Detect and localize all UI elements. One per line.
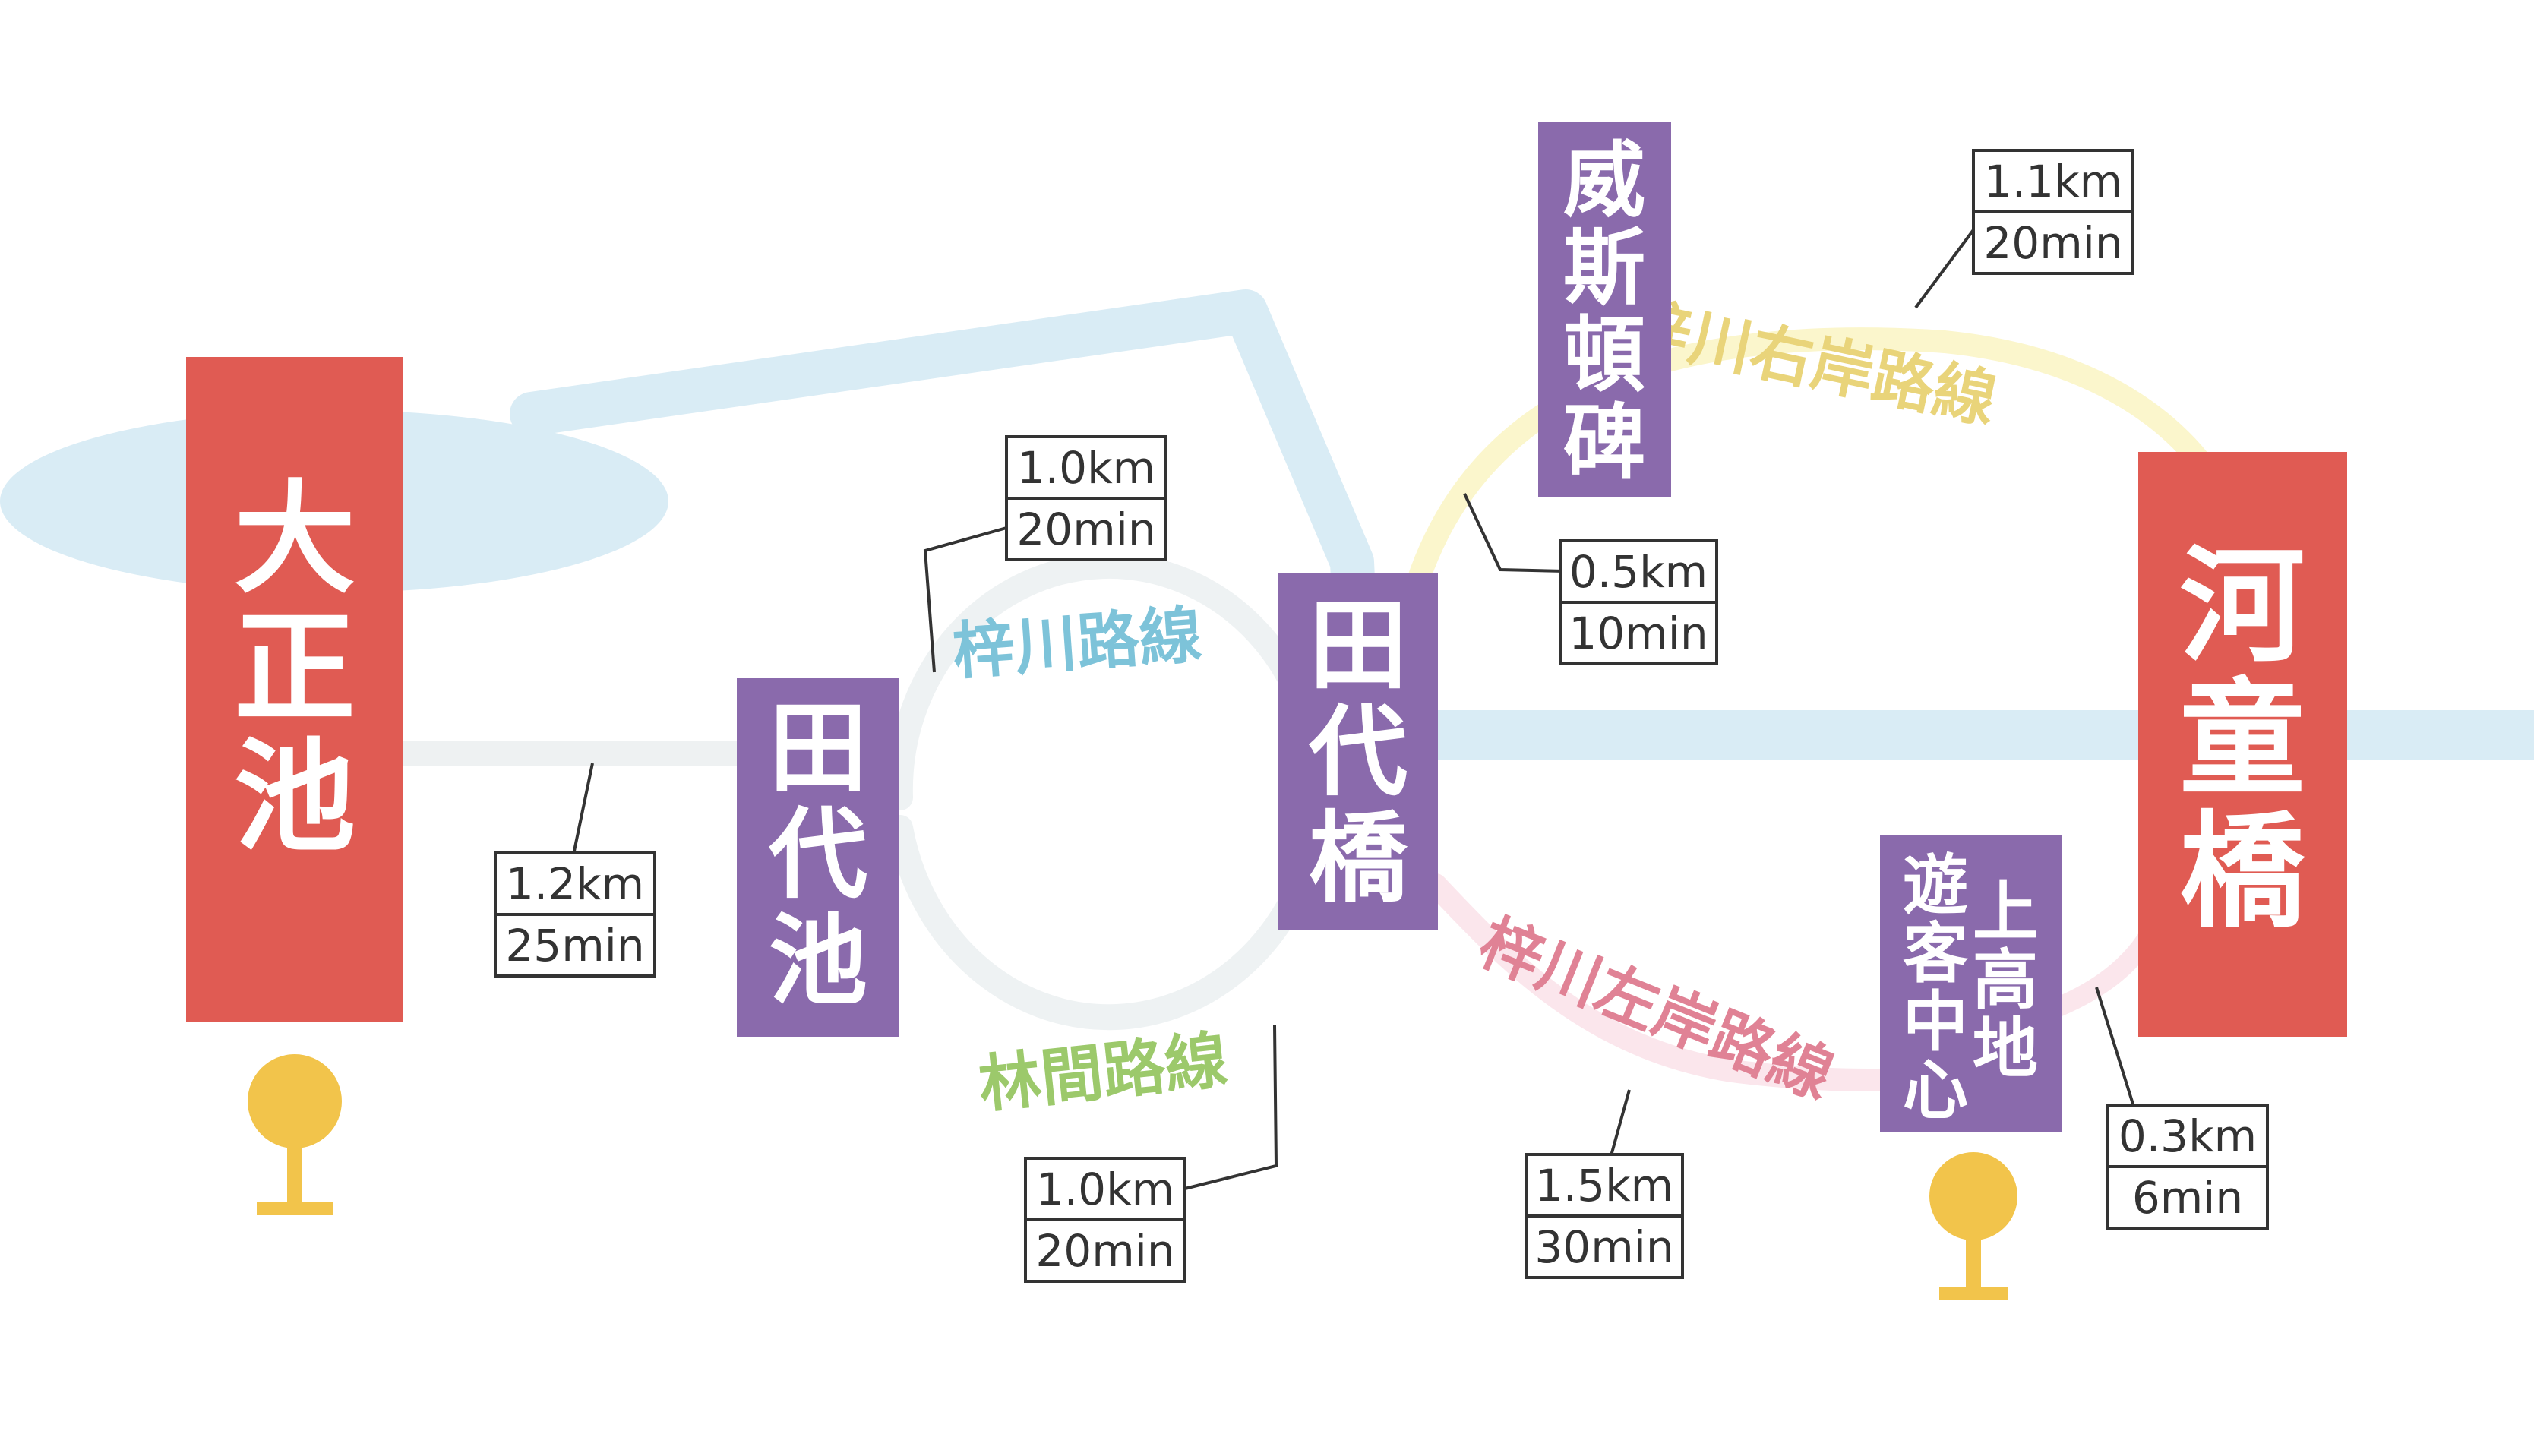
station-name-char: 橋 [2180, 799, 2306, 945]
station-sign [186, 357, 403, 1022]
route-labels: 梓川路線 林間路線 梓川右岸路線 梓川左岸路線 [950, 289, 2002, 1122]
stations: 大 正 池 田 代 池 田 代 橋 威 斯 頓 碑 河 童 橋 [186, 122, 2347, 1132]
distance-km: 1.2km [506, 858, 644, 910]
distance-min: 20min [1035, 1225, 1174, 1277]
distance-box-azusa: 1.0km 20min [1005, 435, 1167, 561]
station-name-char: 頓 [1563, 308, 1645, 403]
distance-min: 20min [1016, 504, 1155, 555]
distance-min: 30min [1534, 1221, 1673, 1273]
distance-box-weston: 0.5km 10min [1559, 539, 1718, 665]
distance-boxes: 1.2km 25min 1.0km 20min 1.0km 20min 0.5k… [494, 149, 2269, 1283]
station-name-char: 遊 [1903, 848, 1968, 924]
station-sign [737, 678, 899, 1037]
station-name-char: 斯 [1563, 221, 1645, 316]
station-name-char: 池 [769, 903, 867, 1019]
leader-left-bank [1609, 1089, 1631, 1159]
distance-km: 0.5km [1569, 546, 1708, 598]
station-name-char: 池 [234, 726, 355, 868]
route-label-left-bank: 梓川左岸路線 [1469, 906, 1843, 1113]
distance-box-left-bank: 1.5km 30min [1525, 1153, 1684, 1279]
station-tashiro-bashi: 田 代 橋 [1278, 573, 1438, 930]
station-sign [1880, 835, 2062, 1132]
distance-min: 6min [2132, 1172, 2243, 1224]
station-name-char: 田 [1309, 588, 1408, 703]
station-name-char: 橋 [1309, 801, 1408, 916]
station-name-char: 河 [2180, 533, 2305, 679]
leader-rinkan [1184, 1025, 1278, 1190]
station-tashiro-ike: 田 代 池 [737, 678, 899, 1037]
distance-box-visitor-center: 0.3km 6min [2106, 1104, 2269, 1230]
distance-km: 1.5km [1535, 1160, 1673, 1211]
distance-box-rinkan: 1.0km 20min [1024, 1157, 1186, 1283]
route-label-azusa: 梓川路線 [950, 599, 1204, 689]
distance-min: 10min [1569, 608, 1708, 659]
station-name-char: 正 [234, 597, 355, 739]
station-name-char: 童 [2180, 666, 2305, 812]
station-name-char: 上 [1973, 874, 2038, 950]
station-name-char: 中 [1903, 984, 1968, 1060]
station-sign [1278, 573, 1438, 930]
trail-rinkan [887, 811, 1331, 1031]
route-label-rinkan: 林間路線 [975, 1024, 1231, 1122]
leader-taisho-tashiro [572, 763, 594, 855]
distance-min: 25min [505, 920, 644, 971]
distance-box-taisho-tashiro: 1.2km 25min [494, 851, 656, 978]
distance-min: 20min [1983, 217, 2122, 269]
station-name-char: 大 [234, 468, 355, 610]
station-name-char: 高 [1973, 943, 2038, 1019]
station-name-char: 客 [1903, 916, 1968, 992]
station-sign [1538, 122, 1671, 497]
station-name-char: 代 [768, 797, 867, 912]
distance-box-right-bank: 1.1km 20min [1972, 149, 2134, 275]
bus-stop-icon [248, 1054, 342, 1215]
distance-km: 1.0km [1017, 442, 1155, 494]
station-name-char: 威 [1563, 134, 1645, 229]
station-weston: 威 斯 頓 碑 [1538, 122, 1671, 497]
distance-km: 0.3km [2119, 1110, 2257, 1162]
distance-km: 1.1km [1984, 156, 2122, 207]
station-sign [2138, 452, 2347, 1037]
trail-right-bank [1405, 327, 2237, 596]
station-name-char: 代 [1308, 694, 1408, 810]
station-name-char: 田 [769, 690, 867, 806]
station-kappa: 河 童 橋 [2138, 452, 2347, 1037]
leader-weston [1463, 493, 1566, 573]
station-name-char: 心 [1903, 1053, 1968, 1129]
leader-azusa [923, 526, 1007, 673]
leader-visitor [2095, 987, 2136, 1110]
route-label-right-bank: 梓川右岸路線 [1622, 289, 2002, 437]
station-taisho: 大 正 池 [186, 357, 403, 1022]
bus-stop-icon [1929, 1152, 2017, 1300]
station-name-char: 碑 [1563, 396, 1645, 491]
leader-lines [572, 226, 2136, 1190]
distance-km: 1.0km [1036, 1164, 1174, 1215]
station-visitor-center: 上 高 地 遊 客 中 心 [1880, 835, 2062, 1132]
station-name-char: 地 [1973, 1011, 2038, 1087]
leader-right-bank [1914, 226, 1976, 309]
